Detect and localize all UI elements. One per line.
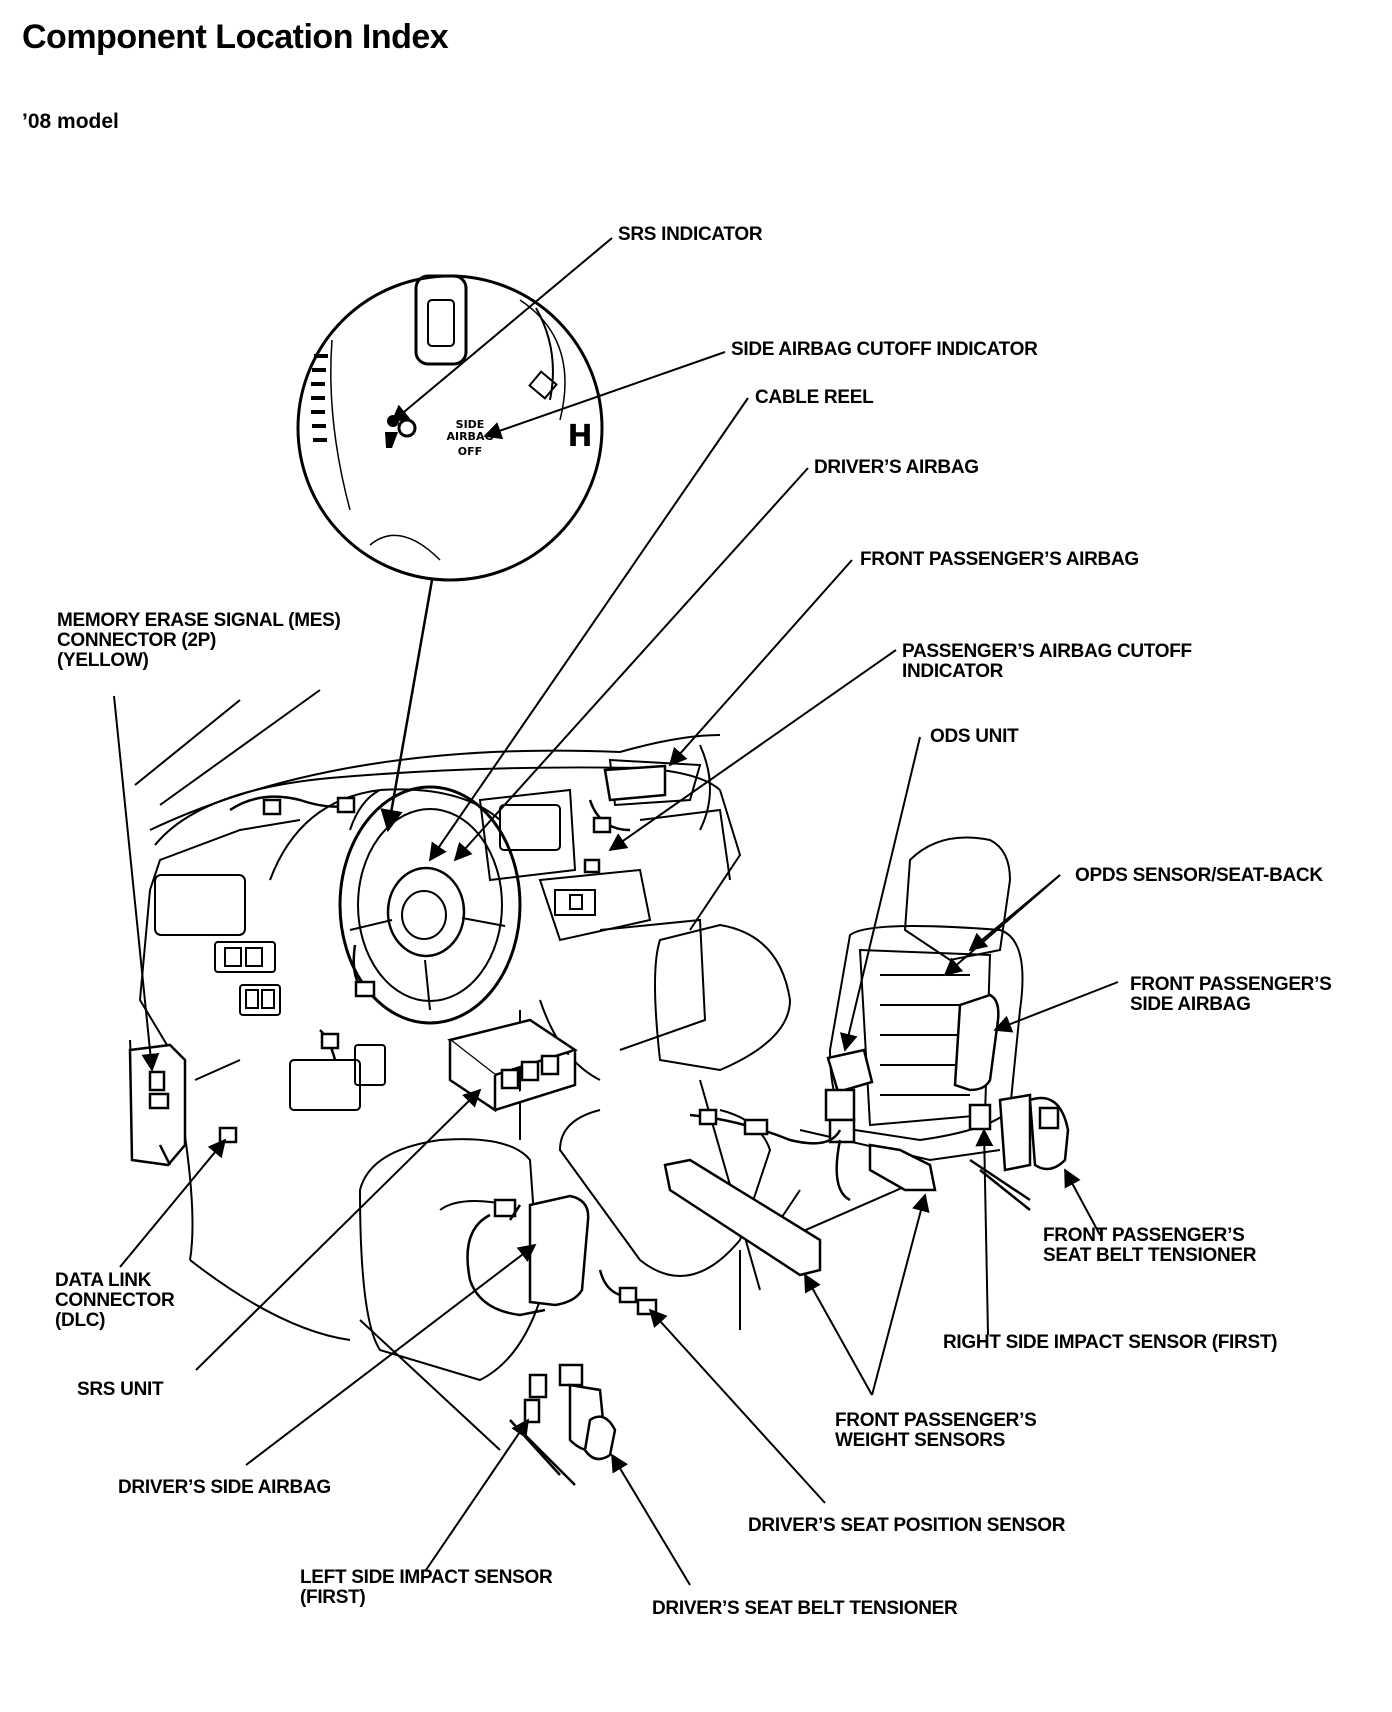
dash-harness [229, 795, 631, 1061]
front-passenger-airbag-shape [603, 764, 667, 802]
label-front-passengers-side-airbag: FRONT PASSENGER’S SIDE AIRBAG [1130, 974, 1332, 1015]
label-mes-connector: MEMORY ERASE SIGNAL (MES) CONNECTOR (2P)… [57, 610, 341, 671]
ods-unit-shape [824, 1048, 874, 1144]
passenger-seat-harness [689, 1108, 851, 1202]
passenger-lower-components-shape [968, 1093, 1070, 1211]
label-drivers-side-airbag: DRIVER’S SIDE AIRBAG [118, 1477, 331, 1498]
model-year-subtitle: ’08 model [22, 110, 119, 133]
label-right-side-impact-sensor: RIGHT SIDE IMPACT SENSOR (FIRST) [943, 1332, 1278, 1353]
gauge-letter-h: H [567, 419, 592, 454]
label-passengers-airbag-cutoff-indicator: PASSENGER’S AIRBAG CUTOFF INDICATOR [902, 641, 1192, 682]
label-data-link-connector: DATA LINK CONNECTOR (DLC) [55, 1270, 175, 1331]
mes-dlc-block-shape [128, 1043, 238, 1167]
leader-lines [113, 237, 1119, 1586]
label-front-passengers-weight-sensors: FRONT PASSENGER’S WEIGHT SENSORS [835, 1410, 1037, 1451]
label-drivers-airbag: DRIVER’S AIRBAG [814, 457, 979, 478]
weight-sensor-rails-shape [663, 1143, 937, 1277]
label-drivers-seat-position-sensor: DRIVER’S SEAT POSITION SENSOR [748, 1515, 1066, 1536]
srs-unit-shape [447, 1018, 578, 1113]
side-airbag-inset-line1: SIDE [456, 418, 485, 431]
side-airbag-inset-line2: AIRBAG [446, 430, 493, 443]
label-opds-sensor: OPDS SENSOR/SEAT-BACK [1075, 865, 1323, 886]
drivers-seat-position-sensor-shape [598, 1269, 658, 1316]
dashboard-sketch [129, 689, 742, 1341]
drivers-lower-components-shape [509, 1363, 617, 1486]
label-drivers-seat-belt-tensioner: DRIVER’S SEAT BELT TENSIONER [652, 1598, 958, 1619]
side-airbag-inset-line3: OFF [458, 445, 482, 458]
driver-seat-harness [466, 1198, 546, 1317]
label-side-airbag-cutoff-indicator: SIDE AIRBAG CUTOFF INDICATOR [731, 339, 1038, 360]
label-front-passengers-airbag: FRONT PASSENGER’S AIRBAG [860, 549, 1139, 570]
label-srs-indicator: SRS INDICATOR [618, 224, 763, 245]
label-front-passengers-seat-belt-tensioner: FRONT PASSENGER’S SEAT BELT TENSIONER [1043, 1225, 1257, 1266]
drivers-side-airbag-shape [528, 1194, 590, 1307]
label-ods-unit: ODS UNIT [930, 726, 1019, 747]
front-passengers-side-airbag-shape [953, 993, 1000, 1092]
instrument-cluster-inset: SIDE AIRBAG OFF H [296, 274, 604, 582]
label-srs-unit: SRS UNIT [77, 1379, 164, 1400]
label-left-side-impact-sensor: LEFT SIDE IMPACT SENSOR (FIRST) [300, 1567, 553, 1608]
label-cable-reel: CABLE REEL [755, 387, 874, 408]
page-title: Component Location Index [22, 18, 449, 56]
